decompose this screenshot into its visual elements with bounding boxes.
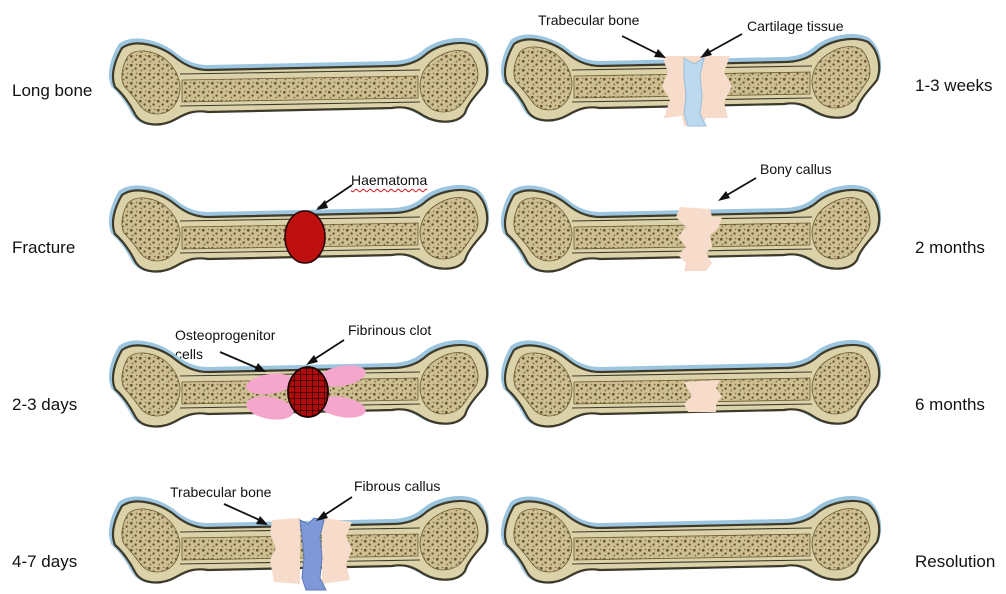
bony-callus-arrowhead — [718, 191, 730, 201]
haematoma — [285, 211, 325, 263]
bone-fracture — [112, 188, 487, 271]
bone-4-7-days — [112, 499, 487, 590]
bone-resolution — [504, 499, 879, 582]
trabecular-bone-callus-right — [322, 518, 352, 584]
bone-6-months — [504, 343, 879, 426]
bone-2-months — [504, 188, 879, 271]
trabecular-bone-arrowhead-right — [654, 49, 666, 58]
bone-1-3-weeks — [504, 37, 879, 126]
bone-2-3-days — [112, 343, 487, 426]
trabecular-bone-arrowhead-left — [256, 516, 268, 525]
fibrinous-clot-arrowhead — [306, 355, 318, 365]
trabecular-bone-arrow-left — [224, 504, 264, 522]
fibrinous-clot — [288, 367, 328, 417]
trabecular-bone-callus-left — [270, 518, 300, 584]
bone-long-bone — [112, 41, 487, 124]
